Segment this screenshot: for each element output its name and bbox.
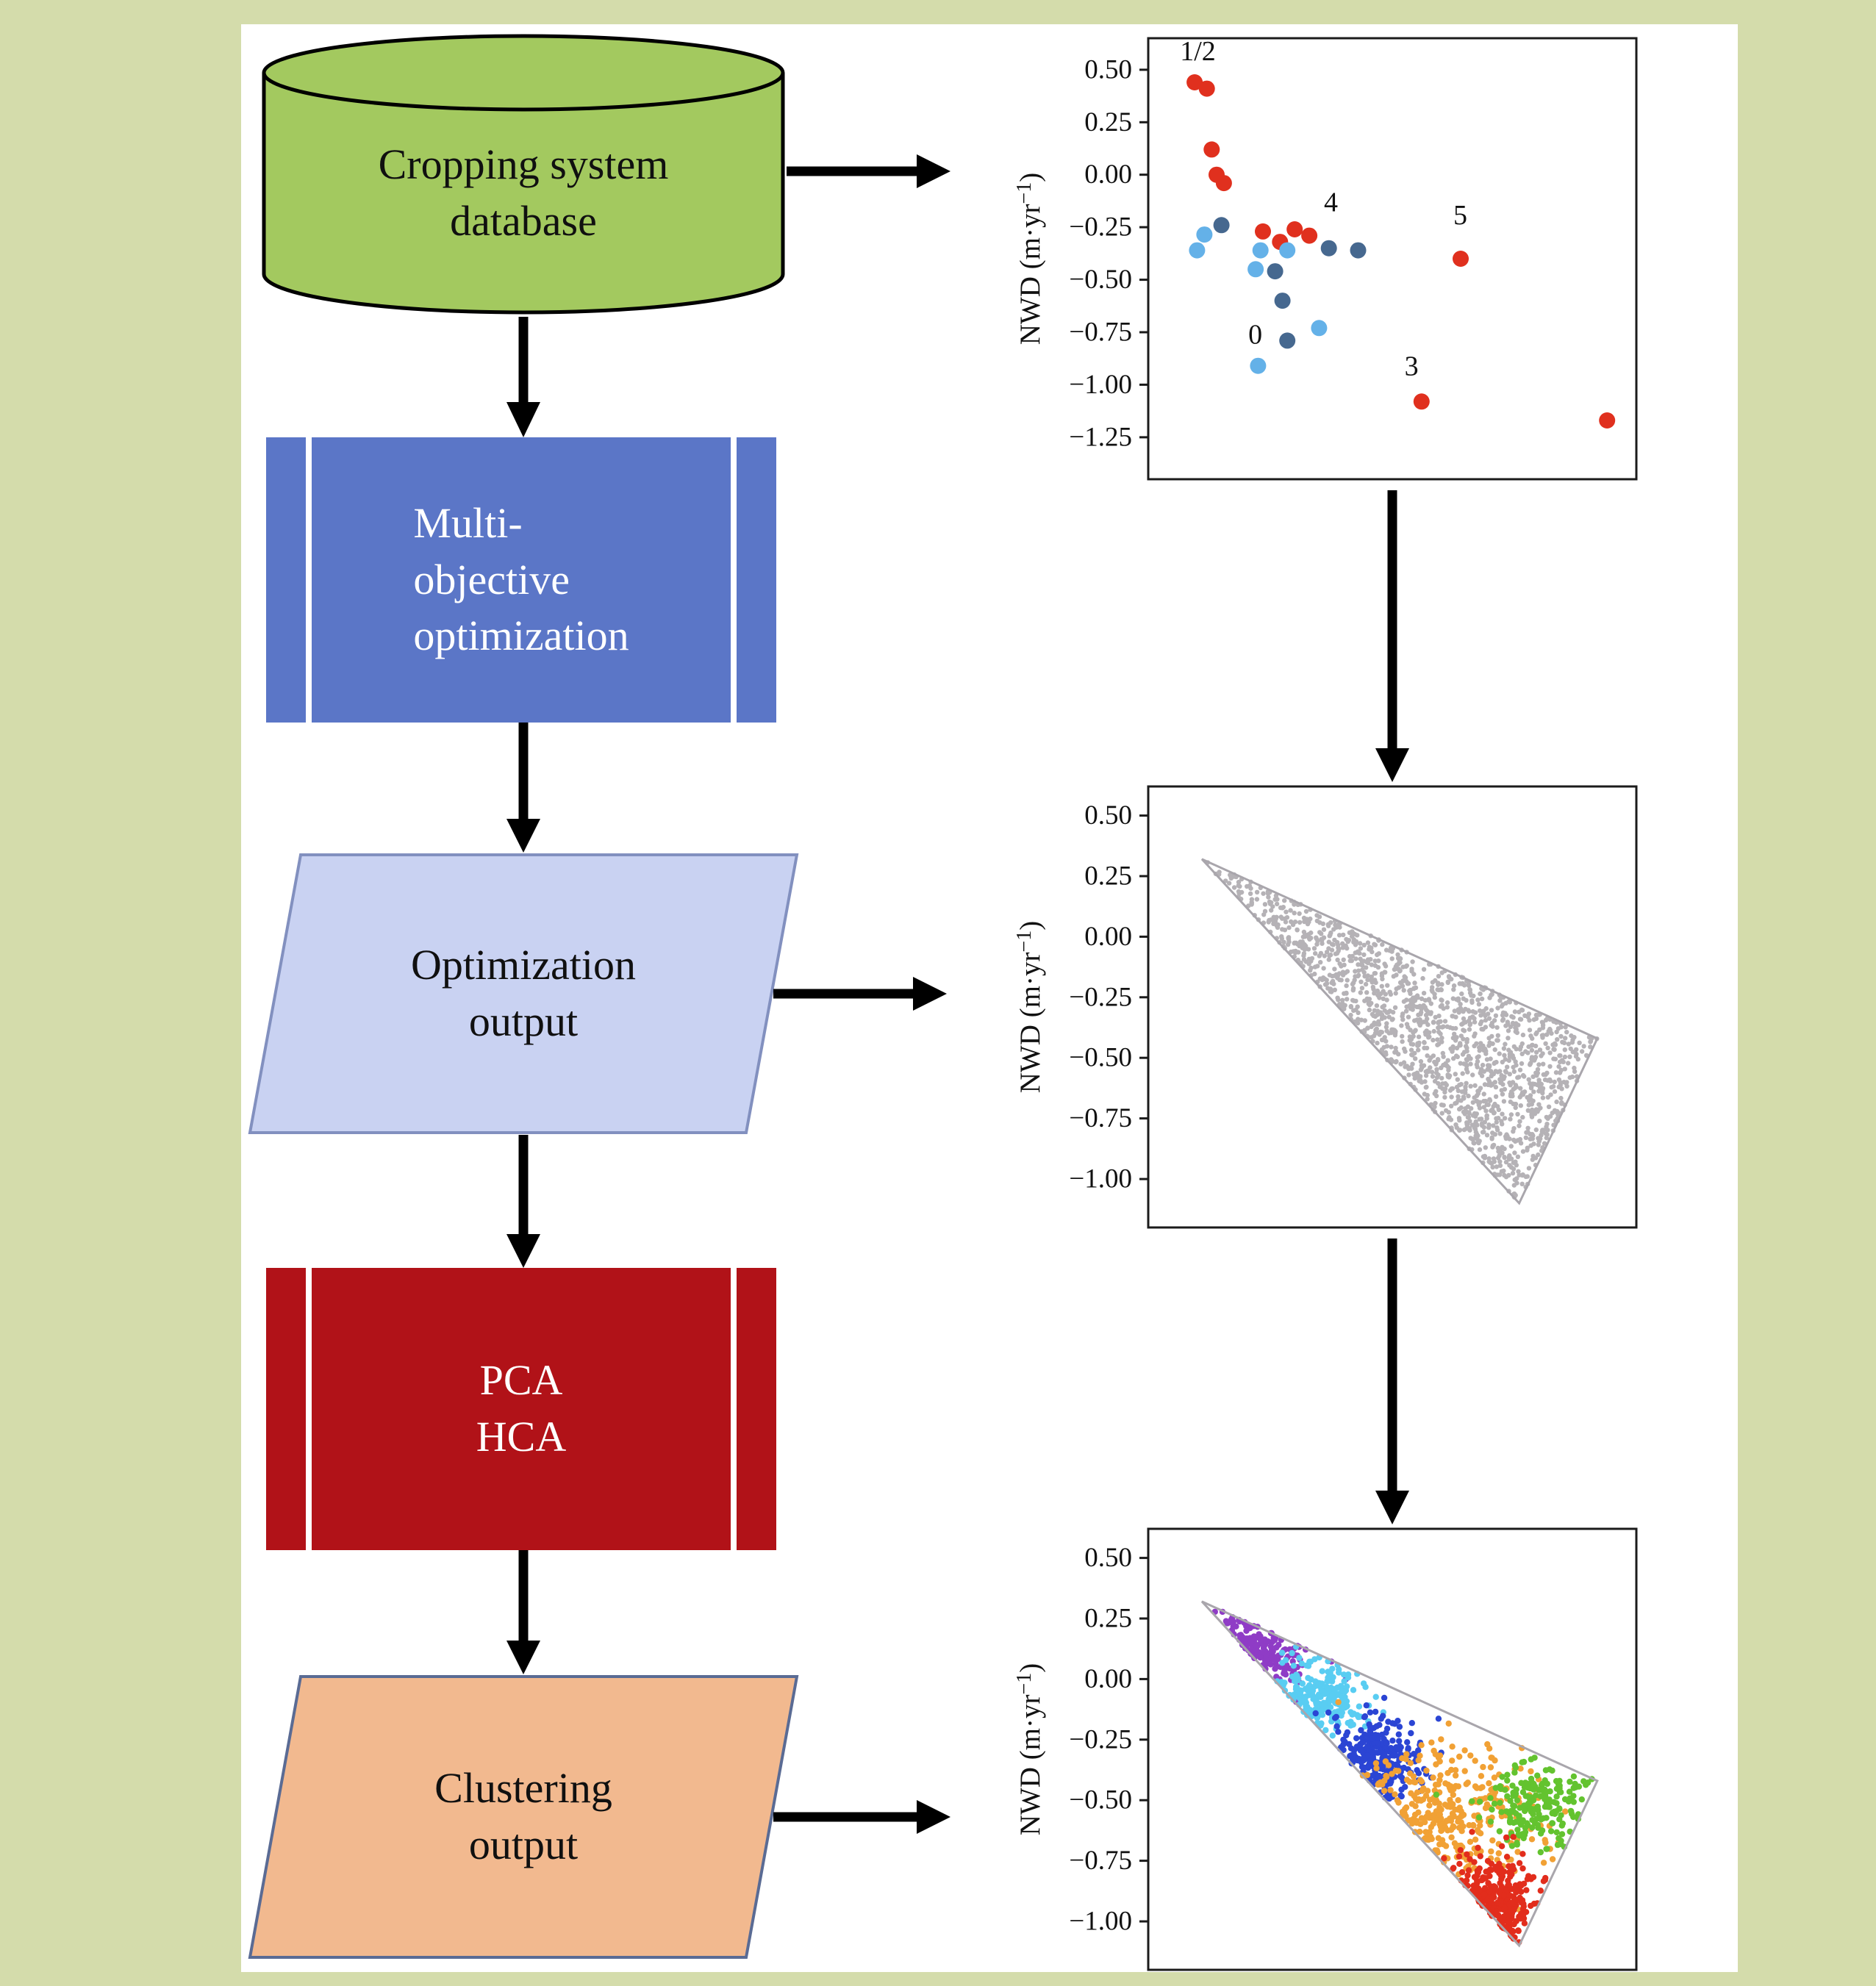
node-label-pca-hca: PCA HCA bbox=[476, 1356, 567, 1460]
y-tick-label: 0.00 bbox=[1084, 922, 1132, 952]
process-stripe-left bbox=[306, 1268, 312, 1550]
chart-pareto-front: 0.50 0.25 0.00 −0.25 −0.50 −0.75 −1.00 NWD (m·y… bbox=[1001, 779, 1648, 1264]
node-label-optimization-output: Optimization output bbox=[410, 941, 637, 1045]
chart-current-systems-svg: 0.50 0.25 0.00 −0.25 −0.50 −0.75 −1.00 −1.25 1/2… bbox=[1013, 36, 1638, 481]
pareto-front-outline bbox=[1200, 858, 1599, 1205]
node-clustering-output: Clustering output bbox=[248, 1674, 799, 1960]
y-tick-label: 0.00 bbox=[1084, 159, 1132, 190]
y-tick-label: −0.25 bbox=[1069, 982, 1132, 1012]
plot-box bbox=[1147, 37, 1638, 481]
y-tick-label: −0.75 bbox=[1069, 318, 1132, 348]
point-label: 3 bbox=[1405, 351, 1419, 382]
y-tick-label: −0.75 bbox=[1069, 1103, 1132, 1133]
y-tick-label: 0.50 bbox=[1084, 800, 1132, 831]
process-stripe-left bbox=[306, 437, 312, 723]
series-light-blue bbox=[1189, 226, 1328, 374]
point-label: 1/2 bbox=[1180, 36, 1216, 67]
y-tick-label: 0.25 bbox=[1084, 1604, 1132, 1634]
y-tick-label: 0.25 bbox=[1084, 107, 1132, 137]
y-axis-label: NWD (m·yr−1) bbox=[1013, 1663, 1046, 1835]
arrow-pca-to-clustering bbox=[506, 1550, 540, 1674]
node-label-multi-objective: Multi- objective optimization bbox=[413, 499, 629, 660]
cylinder-shape bbox=[262, 34, 785, 315]
plot-box bbox=[1147, 1527, 1638, 1971]
y-tick-label: 0.50 bbox=[1084, 54, 1132, 85]
arrow-pareto-to-clusters bbox=[1375, 1238, 1409, 1524]
plot-box bbox=[1147, 785, 1638, 1229]
node-label-clustering-output: Clustering output bbox=[434, 1764, 612, 1868]
y-tick-label: 0.00 bbox=[1084, 1664, 1132, 1694]
node-optimization-output: Optimization output bbox=[248, 853, 799, 1135]
y-tick-label: −0.50 bbox=[1069, 1043, 1132, 1073]
y-tick-label: −1.00 bbox=[1069, 1164, 1132, 1194]
y-axis-label: NWD (m·yr−1) bbox=[1013, 173, 1046, 345]
node-pca-hca: PCA HCA bbox=[266, 1268, 776, 1550]
y-tick-label: −0.50 bbox=[1069, 1785, 1132, 1815]
y-tick-label: −1.00 bbox=[1069, 1907, 1132, 1937]
y-tick-label: −0.75 bbox=[1069, 1846, 1132, 1876]
chart-cluster-map-svg: 0.50 0.25 0.00 −0.25 −0.50 −0.75 −1.00 NWD (m·y… bbox=[1013, 1527, 1638, 1971]
arrow-scatter-to-pareto bbox=[1375, 490, 1409, 782]
point-label: 5 bbox=[1453, 200, 1467, 231]
y-tick-label: −1.00 bbox=[1069, 370, 1132, 400]
series-red bbox=[1186, 74, 1616, 429]
parallelogram-shape bbox=[248, 1675, 799, 1959]
point-label: 4 bbox=[1324, 187, 1338, 218]
arrow-optoutput-to-pareto bbox=[773, 977, 947, 1011]
y-tick-label: −1.25 bbox=[1069, 422, 1132, 452]
y-tick-label: 0.50 bbox=[1084, 1543, 1132, 1573]
cluster-green bbox=[1433, 1754, 1595, 1856]
process-stripe-right bbox=[731, 437, 737, 723]
cluster-red bbox=[1441, 1829, 1549, 1946]
node-cropping-database: Cropping system database bbox=[260, 32, 787, 317]
node-multi-objective-optimization: Multi- objective optimization bbox=[266, 437, 776, 723]
y-axis-label: NWD (m·yr−1) bbox=[1013, 921, 1046, 1093]
process-stripe-right bbox=[731, 1268, 737, 1550]
node-label-database: Cropping system database bbox=[378, 140, 669, 245]
parallelogram-shape bbox=[248, 853, 799, 1134]
y-tick-label: 0.25 bbox=[1084, 861, 1132, 892]
chart-current-systems: 0.50 0.25 0.00 −0.25 −0.50 −0.75 −1.00 −1.25 1/2… bbox=[1001, 31, 1648, 516]
series-dark-blue bbox=[1213, 217, 1367, 349]
arrow-database-to-scatter bbox=[787, 154, 950, 188]
figure-panel: Cropping system database Multi- objectiv… bbox=[241, 24, 1738, 1972]
arrow-optimization-to-output bbox=[506, 723, 540, 853]
optimization-points bbox=[1205, 860, 1600, 1200]
arrow-output-to-pca bbox=[506, 1135, 540, 1268]
chart-cluster-map: 0.50 0.25 0.00 −0.25 −0.50 −0.75 −1.00 NWD (m·y… bbox=[1001, 1521, 1648, 1986]
arrow-database-to-optimization bbox=[506, 317, 540, 437]
y-tick-label: −0.50 bbox=[1069, 265, 1132, 295]
chart-pareto-front-svg: 0.50 0.25 0.00 −0.25 −0.50 −0.75 −1.00 NWD (m·y… bbox=[1013, 785, 1638, 1229]
point-label: 0 bbox=[1248, 320, 1262, 351]
arrow-clustering-to-clusters bbox=[773, 1800, 950, 1834]
y-tick-label: −0.25 bbox=[1069, 212, 1132, 243]
pareto-front-outline bbox=[1200, 1600, 1599, 1948]
y-tick-label: −0.25 bbox=[1069, 1724, 1132, 1754]
